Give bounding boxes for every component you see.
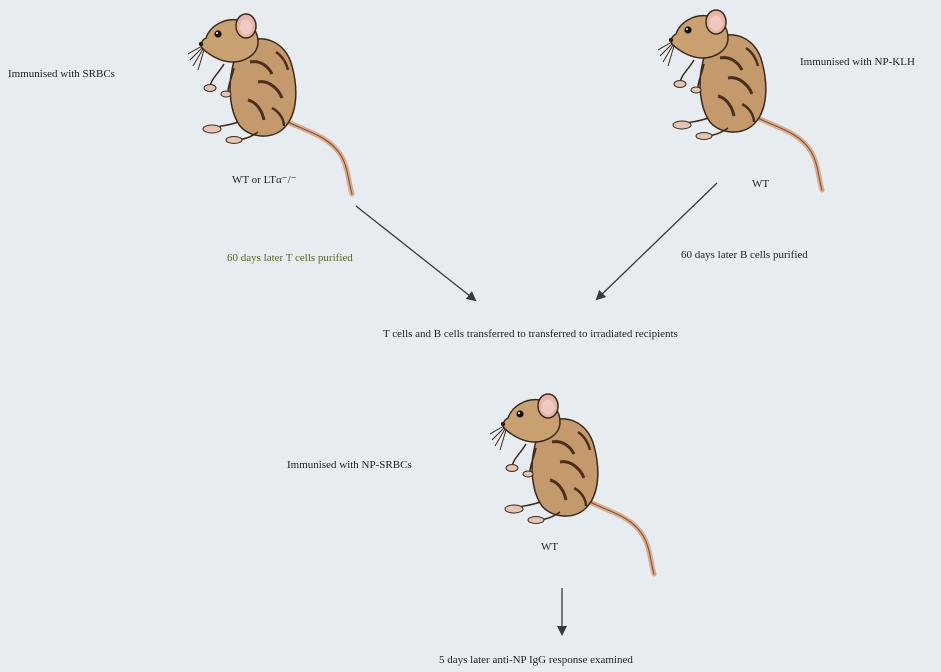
arrow-right-to-transfer [597,183,717,299]
right-purification-label: 60 days later B cells purified [681,249,808,262]
arrow-left-to-transfer [356,206,475,300]
left-purification-label: 60 days later T cells purified [227,252,353,265]
left-immunisation-label: Immunised with SRBCs [8,68,115,81]
recipient-strain-label: WT [541,541,558,554]
left-strain-label: WT or LTα⁻/⁻ [232,174,296,187]
right-immunisation-label: Immunised with NP-KLH [800,56,915,69]
readout-label: 5 days later anti-NP IgG response examin… [439,654,633,667]
transfer-step-label: T cells and B cells transferred to trans… [383,328,678,341]
right-strain-label: WT [752,178,769,191]
recipient-immunisation-label: Immunised with NP-SRBCs [287,459,412,472]
